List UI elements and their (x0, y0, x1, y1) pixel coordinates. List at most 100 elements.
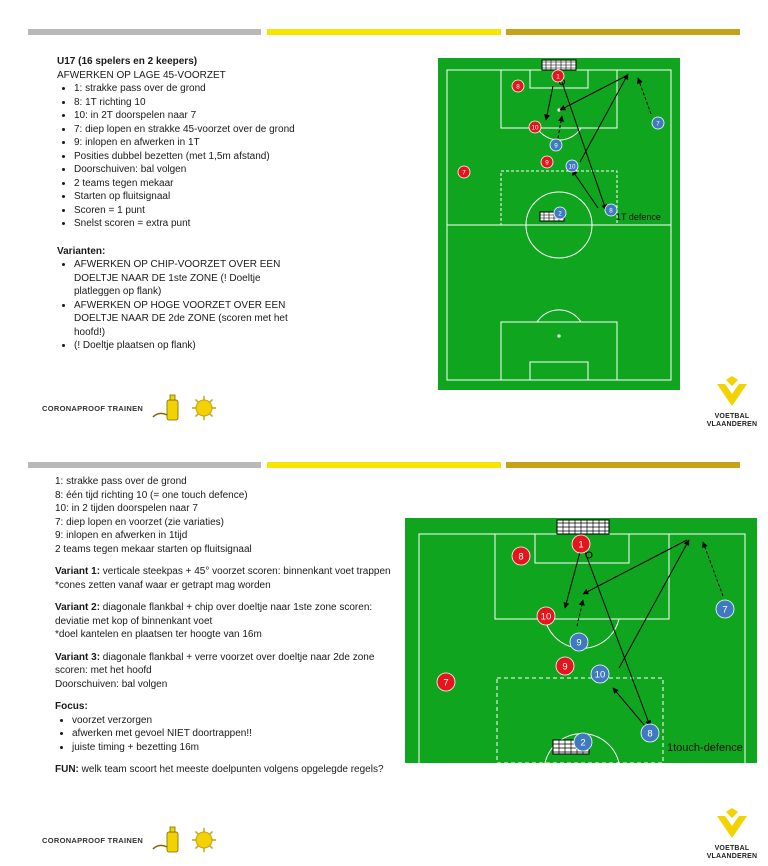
variant-text: diagonale flankbal + chip over doeltje n… (55, 602, 373, 627)
player-marker-blue: 10 (590, 664, 610, 684)
focus-title: Focus: (55, 701, 88, 712)
player-marker-red: 9 (540, 155, 554, 169)
player-marker-blue: 7 (715, 599, 735, 619)
player-number: 8 (609, 207, 613, 214)
player-marker-blue: 9 (569, 632, 589, 652)
text-line: 10: in 2 tijden doorspelen naar 7 (55, 503, 198, 514)
page1-text: U17 (16 spelers en 2 keepers) AFWERKEN O… (57, 55, 319, 353)
player-number: 10 (595, 669, 606, 680)
player-marker-red: 1 (551, 69, 565, 83)
variants-title: Varianten: (57, 245, 106, 257)
player-marker-blue: 7 (651, 116, 665, 130)
fun-text: welk team scoort het meeste doelpunten v… (78, 764, 384, 775)
player-marker-red: 8 (511, 546, 531, 566)
page1-bullet-list: 1: strakke pass over de grond 8: 1T rich… (57, 82, 319, 231)
variant-1: Variant 1: verticale steekpas + 45° voor… (55, 565, 405, 579)
hand-sanitizer-virus-icon (152, 394, 217, 421)
logo-shield-icon (717, 376, 747, 406)
player-marker-red: 7 (457, 165, 471, 179)
player-number: 7 (443, 677, 448, 688)
list-item: Scoren = 1 punt (74, 204, 319, 218)
goal-icon (556, 519, 610, 535)
header-bar-grey (28, 462, 261, 468)
player-marker-blue: 10 (565, 159, 579, 173)
logo-line1: VOETBAL (714, 413, 750, 420)
list-item: (! Doeltje plaatsen op flank) (74, 339, 309, 353)
list-item: Doorschuiven: bal volgen (74, 163, 319, 177)
list-item: AFWERKEN OP HOGE VOORZET OVER EEN DOELTJ… (74, 299, 309, 340)
list-item: Posities dubbel bezetten (met 1,5m afsta… (74, 150, 319, 164)
header-bar-grey (28, 29, 261, 35)
player-marker-red: 1 (571, 534, 591, 554)
goal-icon (541, 59, 577, 71)
player-number: 1 (556, 73, 560, 80)
header-bar-gold (506, 29, 740, 35)
player-number: 10 (531, 124, 539, 131)
player-number: 1 (578, 539, 583, 550)
logo-line1: VOETBAL (714, 845, 750, 852)
player-marker-red: 10 (536, 606, 556, 626)
logo-shield-icon (717, 808, 747, 838)
voetbal-vlaanderen-logo: VOETBAL VLAANDEREN (700, 808, 764, 861)
logo-line2: VLAANDEREN (706, 853, 758, 860)
list-item: 7: diep lopen en strakke 45-voorzet over… (74, 123, 319, 137)
page1-title: U17 (16 spelers en 2 keepers) (57, 56, 198, 67)
fun-line: FUN: welk team scoort het meeste doelpun… (55, 763, 455, 777)
variant-note: Doorschuiven: bal volgen (55, 678, 168, 690)
list-item: 1: strakke pass over de grond (74, 82, 319, 96)
variant-label: Variant 1: (55, 566, 101, 577)
list-item: voorzet verzorgen (72, 714, 405, 728)
list-item: 9: inlopen en afwerken in 1T (74, 136, 319, 150)
player-marker-red: 7 (436, 672, 456, 692)
text-line: 2 teams tegen mekaar starten op fluitsig… (55, 543, 252, 555)
variants-list: AFWERKEN OP CHIP-VOORZET OVER EEN DOELTJ… (57, 258, 309, 353)
player-marker-red: 8 (511, 79, 525, 93)
list-item: AFWERKEN OP CHIP-VOORZET OVER EEN DOELTJ… (74, 258, 309, 299)
pitch-grass (438, 58, 680, 390)
player-number: 7 (462, 169, 466, 176)
player-number: 7 (656, 120, 660, 127)
list-item: Snelst scoren = extra punt (74, 217, 319, 231)
player-marker-blue: 9 (549, 138, 563, 152)
player-marker-blue: 2 (553, 206, 567, 220)
zone-box (500, 170, 618, 226)
player-number: 10 (568, 163, 576, 170)
player-number: 9 (554, 142, 558, 149)
variant-note: *doel kantelen en plaatsen ter hoogte va… (55, 629, 262, 640)
text-line: 7: diep lopen en voorzet (zie variaties) (55, 516, 224, 528)
variant-label: Variant 3: (55, 651, 101, 663)
fun-label: FUN: (55, 764, 79, 775)
player-number: 10 (541, 611, 552, 622)
variant-3: Variant 3: diagonale flankbal + verre vo… (55, 651, 400, 678)
header-bar-gold (506, 462, 740, 468)
player-marker-blue: 8 (604, 203, 618, 217)
text-line: 9: inlopen en afwerken in 1tijd (55, 530, 188, 541)
page1-subtitle: AFWERKEN OP LAGE 45-VOORZET (57, 69, 226, 81)
corona-label: CORONAPROOF TRAINEN (42, 403, 144, 413)
logo-line2: VLAANDEREN (706, 421, 758, 428)
focus-list: voorzet verzorgen afwerken met gevoel NI… (55, 714, 405, 755)
variant-label: Variant 2: (55, 602, 101, 613)
variant-note: *cones zetten vanaf waar er getrapt mag … (55, 579, 271, 591)
corona-badge: CORONAPROOF TRAINEN (42, 825, 219, 855)
player-marker-blue: 2 (573, 732, 593, 752)
players-layer: 1 8 10 9 7 9 10 7 8 2 (457, 69, 665, 220)
page2-text: 1: strakke pass over de grond 8: één tij… (55, 475, 405, 777)
player-number: 2 (558, 210, 562, 217)
header-bar-yellow (267, 29, 501, 35)
player-number: 7 (722, 604, 727, 615)
variant-text: verticale steekpas + 45° voorzet scoren:… (100, 566, 391, 577)
player-number: 8 (647, 728, 652, 739)
player-number: 8 (518, 551, 523, 562)
text-line: 8: één tijd richting 10 (= one touch def… (55, 489, 248, 501)
list-item: Starten op fluitsignaal (74, 190, 319, 204)
player-marker-red: 10 (528, 120, 542, 134)
corona-label: CORONAPROOF TRAINEN (42, 835, 144, 845)
text-line: 1: strakke pass over de grond (55, 476, 187, 487)
list-item: 8: 1T richting 10 (74, 96, 319, 110)
list-item: 2 teams tegen mekaar (74, 177, 319, 191)
player-number: 8 (516, 83, 520, 90)
